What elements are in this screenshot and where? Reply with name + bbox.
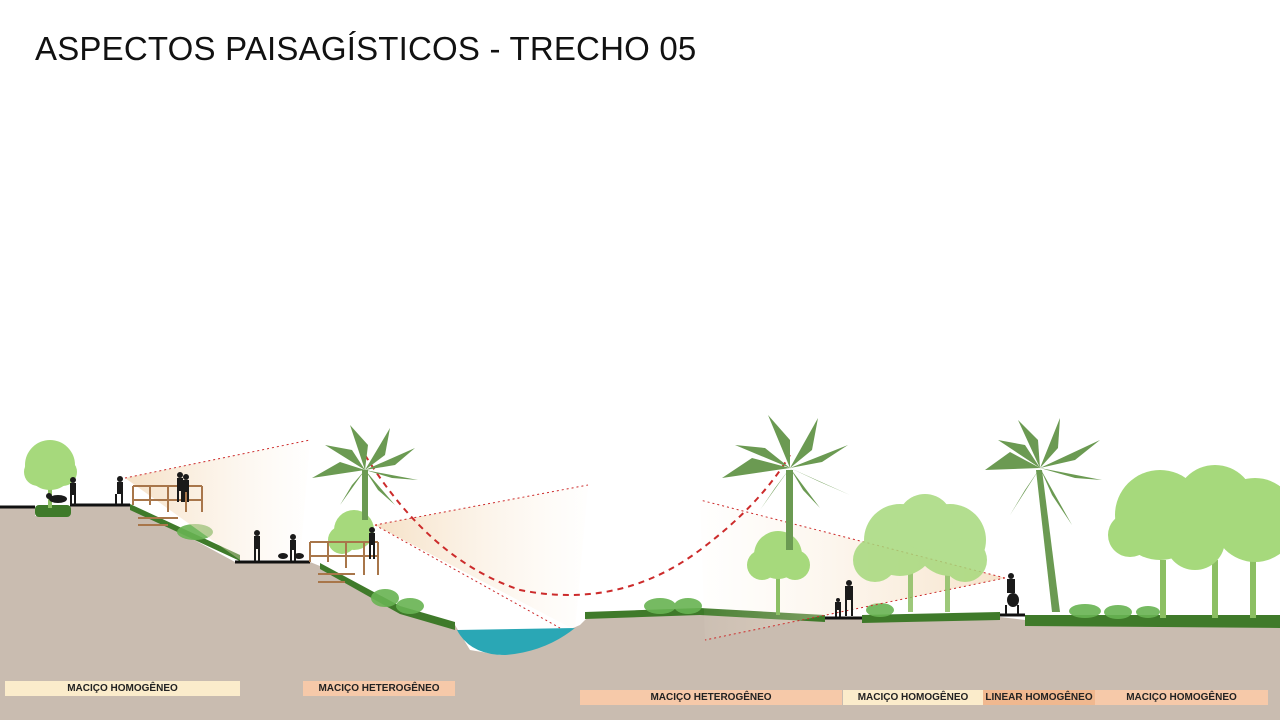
people-silhouettes — [46, 472, 1019, 617]
vegetation-label-macico-heterogeneo-1: MACIÇO HETEROGÊNEO — [303, 681, 455, 696]
vegetation-label-macico-homogeneo-1: MACIÇO HOMOGÊNEO — [5, 681, 240, 696]
sight-lines — [124, 439, 1006, 641]
vegetation-label-linear-homogeneo: LINEAR HOMOGÊNEO — [983, 690, 1095, 705]
palm-trees — [312, 415, 1102, 612]
page-title: ASPECTOS PAISAGÍSTICOS - TRECHO 05 — [35, 30, 697, 67]
broadleaf-trees — [24, 440, 1280, 618]
vegetation-label-macico-heterogeneo-2: MACIÇO HETEROGÊNEO — [580, 690, 842, 705]
vegetation-label-macico-homogeneo-2: MACIÇO HOMOGÊNEO — [843, 690, 983, 705]
vegetation-label-macico-homogeneo-3: MACIÇO HOMOGÊNEO — [1095, 690, 1268, 705]
river-water — [457, 628, 575, 655]
decks-and-paths — [0, 485, 1025, 620]
